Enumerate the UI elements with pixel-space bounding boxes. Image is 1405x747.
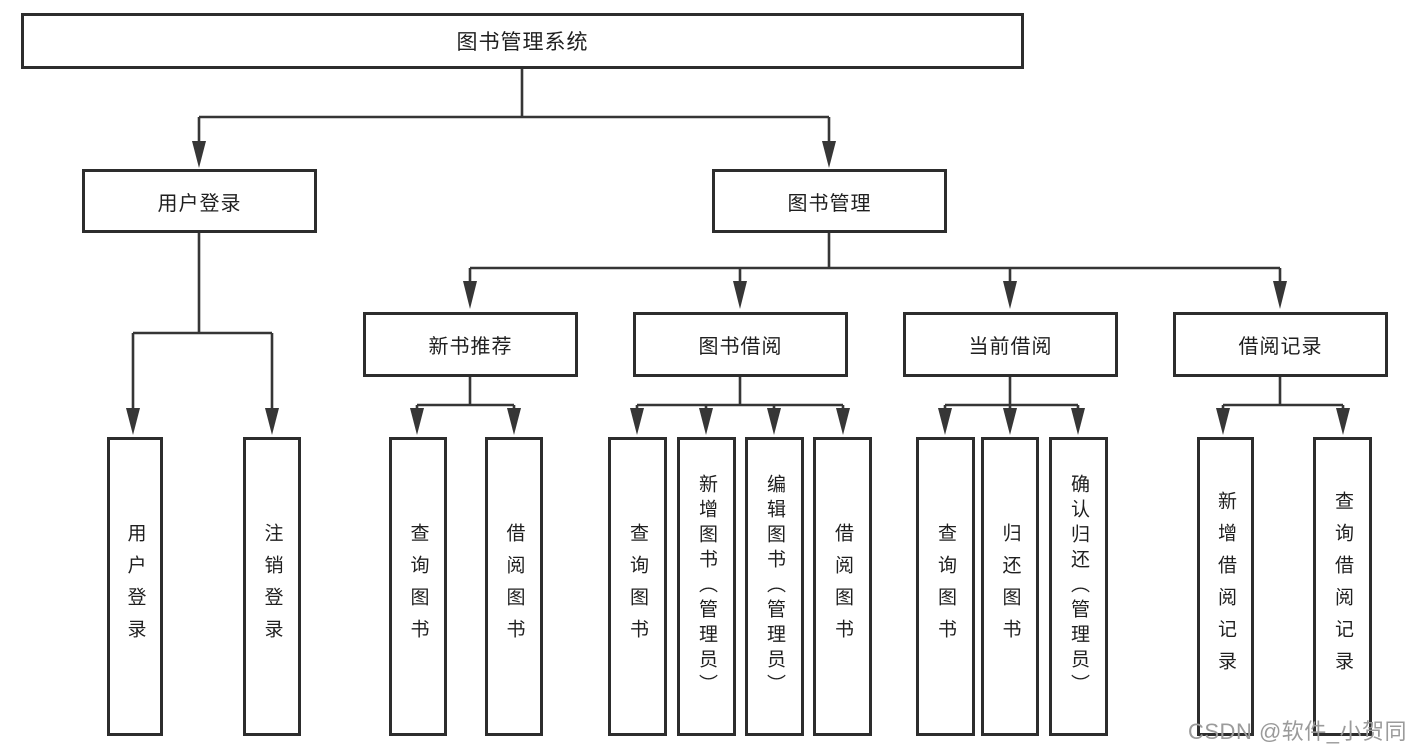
node-label: 借阅图书 xyxy=(832,522,853,651)
node-label: 查询图书 xyxy=(627,522,648,651)
leaf-user-login: 用户登录 xyxy=(107,437,163,736)
node-label: 编辑图书（管理员） xyxy=(764,474,785,699)
node-label: 新增图书（管理员） xyxy=(696,474,717,699)
leaf-borrow-books-recommend: 借阅图书 xyxy=(485,437,543,736)
leaf-query-books-current: 查询图书 xyxy=(916,437,975,736)
node-label: 归还图书 xyxy=(999,522,1021,651)
node-new-book-recommendation: 新书推荐 xyxy=(363,312,578,377)
leaf-query-borrow-record: 查询借阅记录 xyxy=(1313,437,1372,736)
leaf-query-books-recommend: 查询图书 xyxy=(389,437,447,736)
leaf-edit-book-admin: 编辑图书（管理员） xyxy=(745,437,804,736)
node-label: 注销登录 xyxy=(261,522,283,651)
node-label: 图书管理 xyxy=(787,192,872,215)
node-book-management: 图书管理 xyxy=(712,169,947,233)
node-label: 确认归还（管理员） xyxy=(1068,474,1089,699)
node-label: 查询图书 xyxy=(407,522,429,651)
leaf-logout: 注销登录 xyxy=(243,437,301,736)
node-label: 查询图书 xyxy=(935,522,956,651)
node-borrowing-records: 借阅记录 xyxy=(1173,312,1388,377)
node-label: 图书借阅 xyxy=(698,336,783,358)
leaf-return-books: 归还图书 xyxy=(981,437,1039,736)
node-label: 新增借阅记录 xyxy=(1215,490,1236,683)
node-book-borrowing: 图书借阅 xyxy=(633,312,848,377)
leaf-borrow-books-borrowing: 借阅图书 xyxy=(813,437,872,736)
node-label: 图书管理系统 xyxy=(456,31,589,54)
leaf-add-borrow-record: 新增借阅记录 xyxy=(1197,437,1254,736)
leaf-query-books-borrowing: 查询图书 xyxy=(608,437,667,736)
leaf-confirm-return-admin: 确认归还（管理员） xyxy=(1049,437,1108,736)
leaf-add-book-admin: 新增图书（管理员） xyxy=(677,437,736,736)
csdn-watermark: CSDN @软件_小贺同学 xyxy=(1188,719,1405,744)
node-label: 用户登录 xyxy=(124,522,146,651)
node-library-management-system: 图书管理系统 xyxy=(21,13,1024,69)
node-label: 用户登录 xyxy=(157,192,242,215)
node-label: 借阅图书 xyxy=(503,522,525,651)
node-current-borrowing: 当前借阅 xyxy=(903,312,1118,377)
node-label: 借阅记录 xyxy=(1238,336,1323,358)
node-label: 当前借阅 xyxy=(968,336,1053,358)
node-user-login: 用户登录 xyxy=(82,169,317,233)
node-label: 新书推荐 xyxy=(428,336,513,358)
node-label: 查询借阅记录 xyxy=(1332,490,1353,683)
